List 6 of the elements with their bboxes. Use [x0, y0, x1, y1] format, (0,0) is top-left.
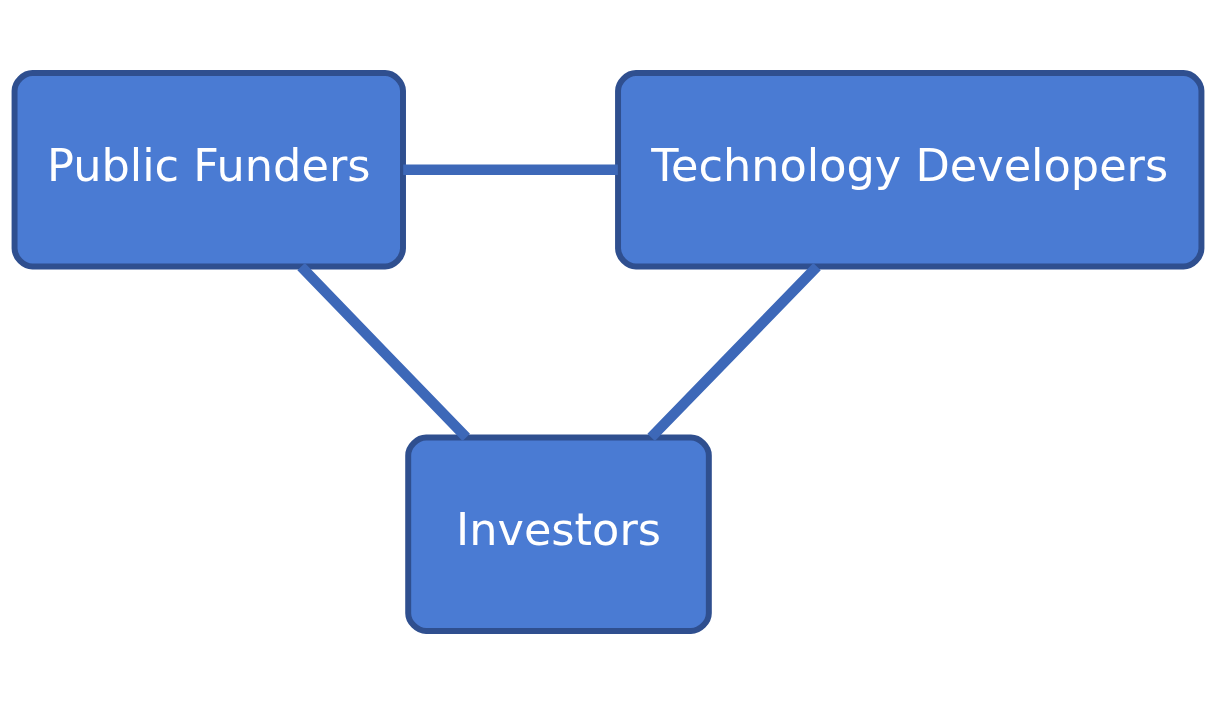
connector — [647, 262, 821, 441]
connector — [403, 164, 618, 175]
node-box: Technology Developers — [615, 69, 1205, 269]
node-box: Investors — [405, 434, 712, 634]
connector — [297, 262, 470, 441]
node-box: Public Funders — [11, 69, 406, 269]
